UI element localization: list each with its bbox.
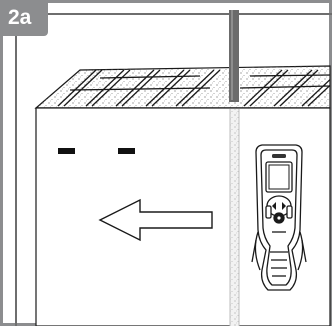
step-badge: 2a (0, 0, 48, 36)
slab-top (34, 65, 331, 109)
mark-right (118, 148, 135, 154)
step-label: 2a (8, 6, 32, 29)
left-arrow-icon (98, 198, 213, 242)
mark-left (58, 148, 75, 154)
stud-finder-icon (251, 144, 307, 291)
wall-stud-icon (229, 109, 240, 326)
